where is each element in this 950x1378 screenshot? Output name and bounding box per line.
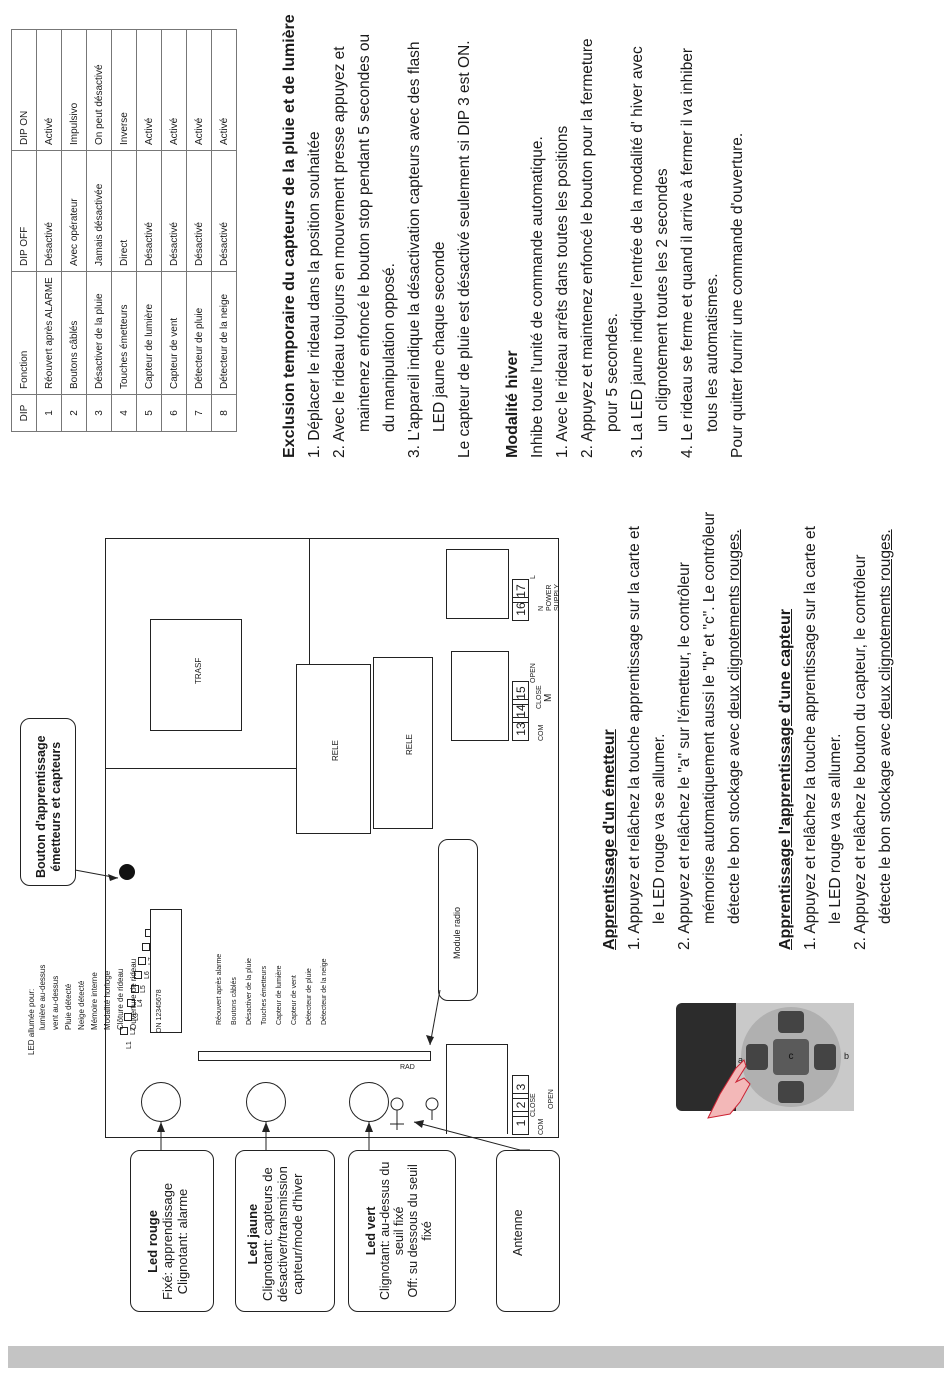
- dip-switch[interactable]: [150, 909, 182, 1033]
- terminal-block-right: [446, 549, 509, 619]
- remote-key-center[interactable]: c: [773, 1039, 809, 1075]
- led-panel: L1L2L3L4L5L6L7L8: [112, 909, 182, 1049]
- callout-led-vert: [348, 1150, 456, 1312]
- led-indicator: [134, 971, 143, 979]
- led-indicator: [120, 1027, 128, 1035]
- terminal-block-mid: [451, 651, 509, 741]
- learn-button[interactable]: [119, 864, 135, 880]
- footer-bar: [8, 1346, 944, 1368]
- remote-key-right[interactable]: [814, 1044, 836, 1070]
- led-indicator: [138, 957, 146, 965]
- remote-key-a-label: a: [738, 1055, 744, 1065]
- remote-control[interactable]: c a b: [676, 1003, 854, 1111]
- led-jaune: [246, 1082, 286, 1122]
- remote-key-c-label: c: [788, 1051, 794, 1062]
- callout-led-rouge: [130, 1150, 214, 1312]
- led-vert: [349, 1082, 389, 1122]
- callout-led-jaune: [235, 1150, 335, 1312]
- led-indicator: [130, 985, 139, 993]
- relay-1: [296, 664, 371, 834]
- transformer-core: [150, 619, 242, 731]
- module-radio: [438, 839, 478, 1001]
- remote-key-left[interactable]: [746, 1044, 768, 1070]
- rad-label: RAD: [400, 1064, 415, 1071]
- led-indicator: [123, 1013, 132, 1021]
- led-indicator: [141, 943, 150, 951]
- callout-antenne: [496, 1150, 560, 1312]
- terminal-block-left: [446, 1044, 508, 1134]
- led-rouge: [141, 1082, 181, 1122]
- remote-key-b-label: b: [844, 1051, 850, 1061]
- callout-learn-button: [20, 718, 76, 886]
- rad-bar: [198, 1051, 431, 1061]
- relay-2: [373, 657, 433, 829]
- remote-key-up[interactable]: [778, 1011, 804, 1033]
- pointing-hand-icon: [707, 1059, 751, 1119]
- remote-key-down[interactable]: [778, 1081, 804, 1103]
- led-indicator: [127, 999, 136, 1007]
